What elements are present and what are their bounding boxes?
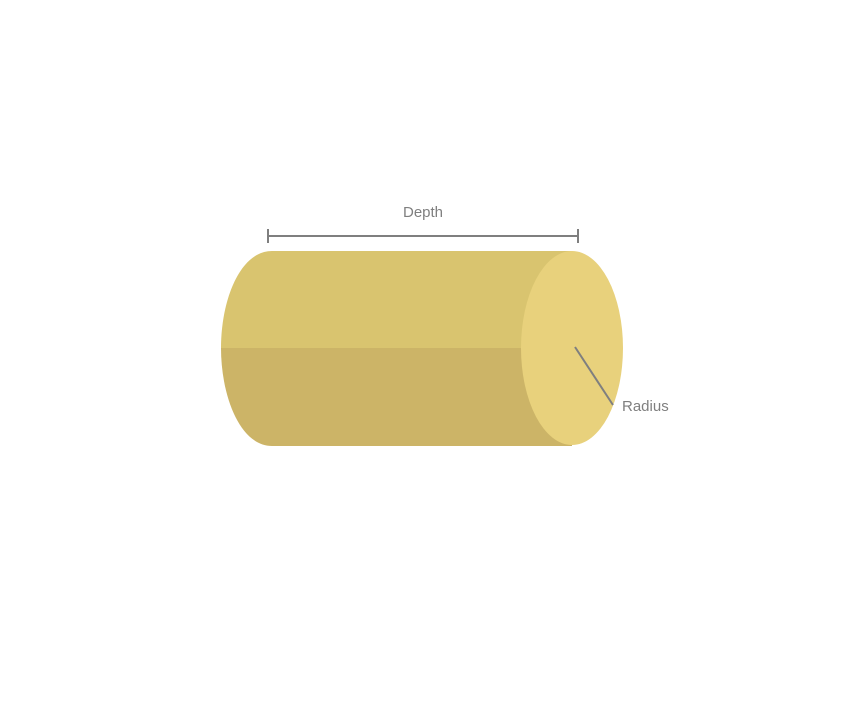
depth-label: Depth	[403, 204, 443, 221]
cylinder-body-top	[221, 251, 572, 348]
radius-label: Radius	[622, 398, 669, 415]
depth-dimension	[267, 229, 579, 243]
radius-line	[574, 346, 614, 406]
cylinder-end-cap	[521, 251, 623, 445]
cylinder-body-bottom	[221, 348, 572, 446]
